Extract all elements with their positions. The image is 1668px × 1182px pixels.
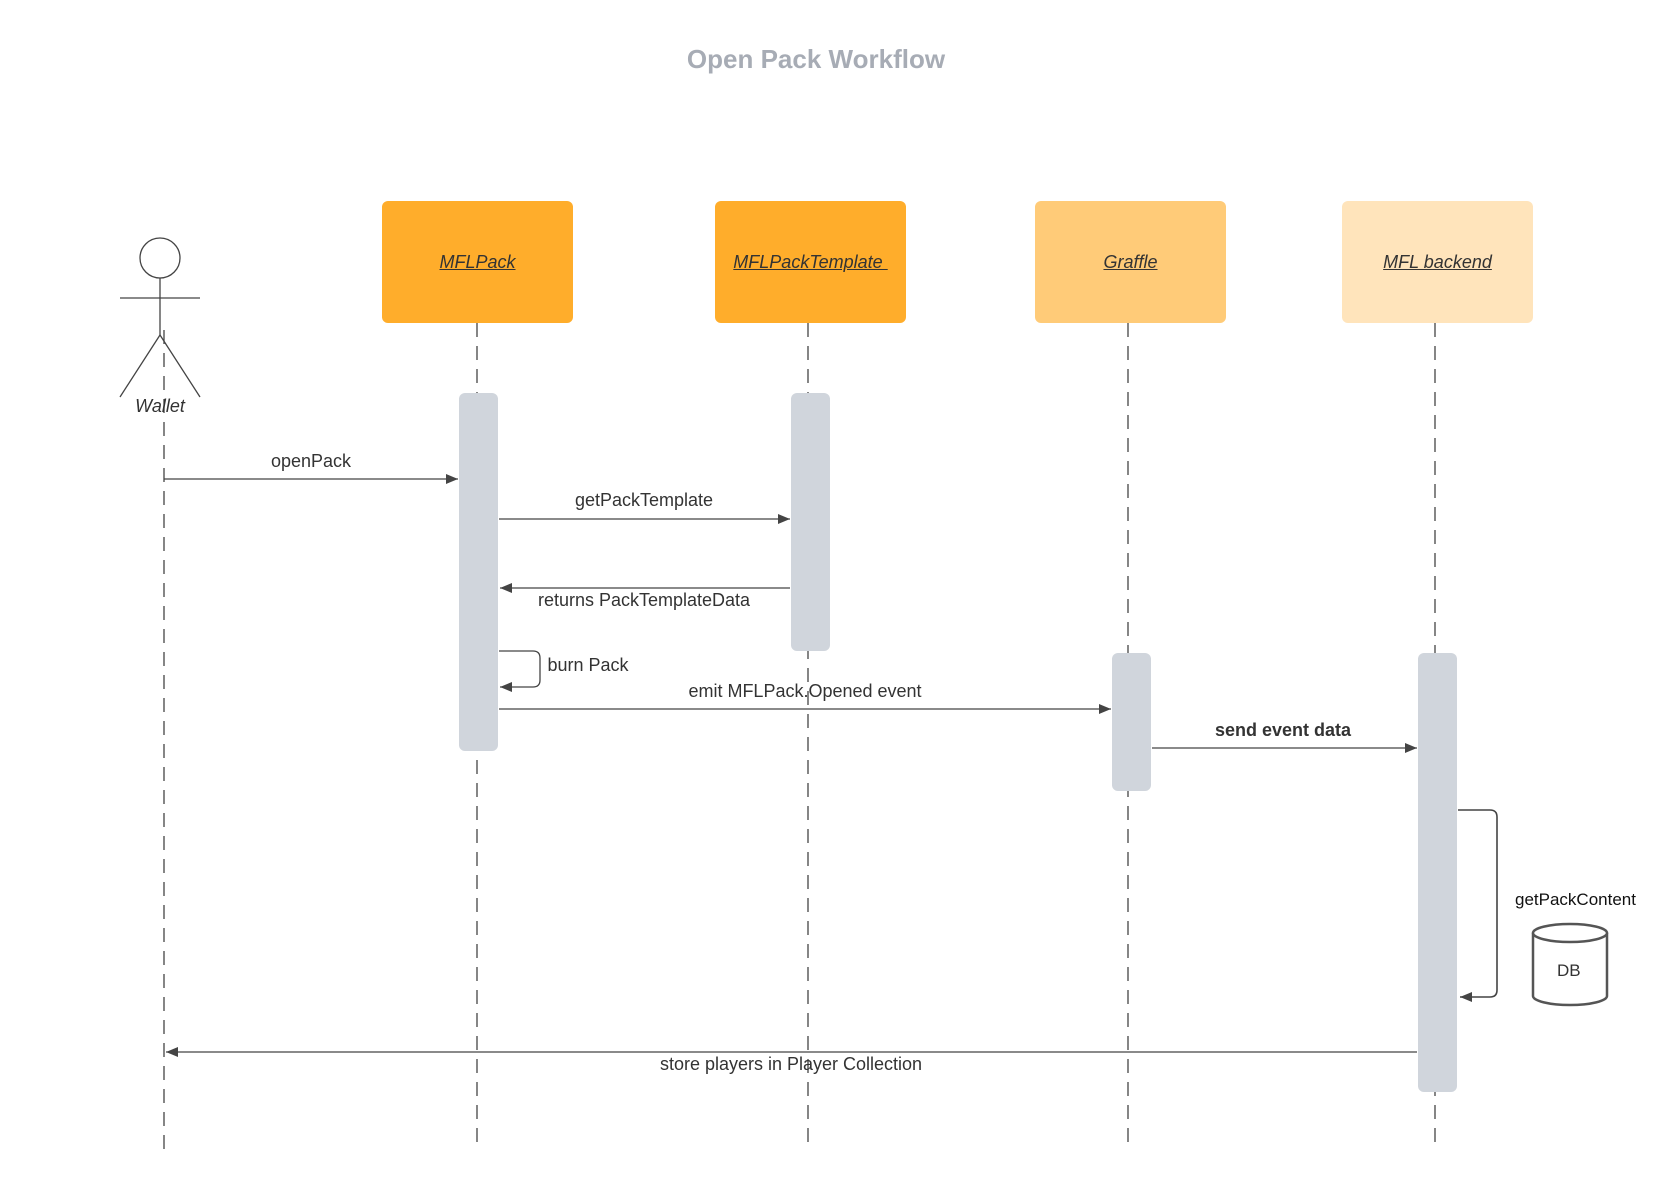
actor-wallet-icon: [119, 237, 201, 398]
actor-label: Wallet: [135, 396, 185, 416]
message-label-burn-pack: burn Pack: [547, 655, 629, 675]
activation-backend: [1418, 653, 1457, 1092]
message-label-send-event: send event data: [1214, 720, 1352, 740]
participant-label: Graffle: [1103, 251, 1158, 272]
participant-mflpack: MFLPack: [382, 201, 573, 323]
arrow-get-pack-content: [1458, 809, 1498, 1002]
message-label-get-pack-content: getPackContent: [1515, 890, 1636, 909]
diagram-title: Open Pack Workflow: [686, 44, 946, 74]
message-label-emit-event: emit MFLPack.Opened event: [688, 681, 922, 701]
participant-label: MFLPack: [439, 251, 516, 272]
message-label-returns-template: returns PackTemplateData: [537, 590, 751, 610]
database-label: DB: [1557, 961, 1581, 980]
participant-label: MFLPackTemplate: [733, 251, 888, 272]
participant-label: MFL backend: [1383, 251, 1492, 272]
database-icon: [1531, 922, 1609, 1007]
message-label-store-players: store players in Player Collection: [659, 1054, 923, 1074]
participant-backend: MFL backend: [1342, 201, 1533, 323]
activation-mflpack: [459, 393, 498, 751]
message-label-open-pack: openPack: [270, 451, 352, 471]
participant-graffle: Graffle: [1035, 201, 1226, 323]
participant-template: MFLPackTemplate: [715, 201, 906, 323]
activation-graffle: [1112, 653, 1151, 791]
activation-template: [791, 393, 830, 651]
arrow-burn-pack: [499, 650, 541, 692]
message-label-get-pack-template: getPackTemplate: [574, 490, 714, 510]
